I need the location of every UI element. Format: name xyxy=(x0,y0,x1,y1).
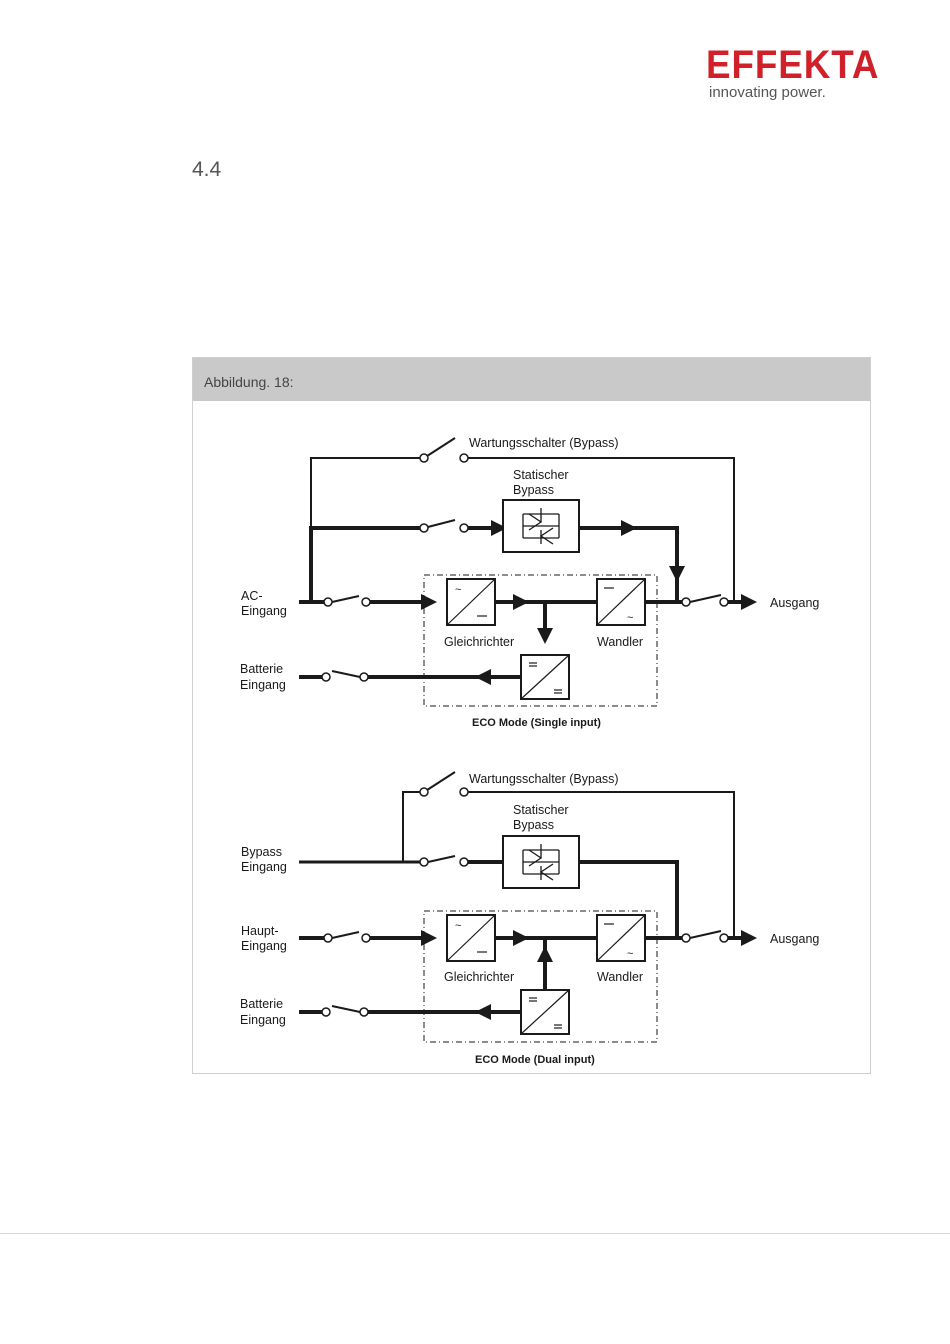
maintenance-switch xyxy=(423,437,456,459)
maintenance-switch-label: Wartungsschalter (Bypass) xyxy=(469,772,619,786)
static-bypass-switch xyxy=(423,519,456,529)
figure-caption: Abbildung. 18: xyxy=(193,358,870,401)
maintenance-switch-label: Wartungsschalter (Bypass) xyxy=(469,436,619,450)
battery-input-label-1: Batterie xyxy=(240,997,283,1011)
svg-text:~: ~ xyxy=(627,612,633,624)
battery-input-label-2: Eingang xyxy=(240,678,286,692)
ac-input-label-2: Eingang xyxy=(241,604,287,618)
logo-tagline: innovating power. xyxy=(709,84,826,101)
footer-divider xyxy=(0,1233,950,1234)
inverter-label: Wandler xyxy=(597,970,643,984)
maintenance-bypass-line-right xyxy=(464,457,735,600)
static-bypass-label-2: Bypass xyxy=(513,483,554,497)
svg-text:~: ~ xyxy=(455,584,461,596)
thyristor-icon xyxy=(522,844,560,881)
rectifier-label: Gleichrichter xyxy=(444,635,514,649)
diagram-single-labels: Wartungsschalter (Bypass) Statischer Byp… xyxy=(240,436,819,729)
diagram-title-single: ECO Mode (Single input) xyxy=(472,717,601,729)
logo-wordmark: EFFEKTA xyxy=(706,43,880,87)
main-input-label-2: Eingang xyxy=(241,939,287,953)
battery-input-label-1: Batterie xyxy=(240,662,283,676)
static-bypass-label-1: Statischer xyxy=(513,468,569,482)
inverter-label: Wandler xyxy=(597,635,643,649)
rectifier-label: Gleichrichter xyxy=(444,970,514,984)
bypass-input-label-1: Bypass xyxy=(241,845,282,859)
figure-box: Abbildung. 18: xyxy=(192,357,871,1074)
battery-input-label-2: Eingang xyxy=(240,1013,286,1027)
output-label: Ausgang xyxy=(770,596,819,610)
diagram-single-input: ~ ~ xyxy=(299,437,757,707)
output-label: Ausgang xyxy=(770,932,819,946)
effekta-logo: EFFEKTA innovating power. xyxy=(706,44,886,102)
static-bypass-line xyxy=(309,526,424,602)
thyristor-icon xyxy=(522,508,560,545)
diagram-dual-input: ~ ~ xyxy=(299,771,757,1043)
ups-eco-mode-diagrams: ~ ~ xyxy=(240,436,819,1066)
bypass-input-label-2: Eingang xyxy=(241,860,287,874)
svg-text:~: ~ xyxy=(455,920,461,932)
svg-text:~: ~ xyxy=(627,948,633,960)
diagram-dual-labels: Wartungsschalter (Bypass) Statischer Byp… xyxy=(240,772,819,1066)
static-bypass-label-2: Bypass xyxy=(513,818,554,832)
ac-input-label-1: AC- xyxy=(241,589,263,603)
diagram-title-dual: ECO Mode (Dual input) xyxy=(475,1054,595,1066)
main-input-label-1: Haupt- xyxy=(241,924,279,938)
static-bypass-label-1: Statischer xyxy=(513,803,569,817)
section-number: 4.4 xyxy=(192,158,222,181)
maintenance-bypass-line xyxy=(310,457,424,528)
